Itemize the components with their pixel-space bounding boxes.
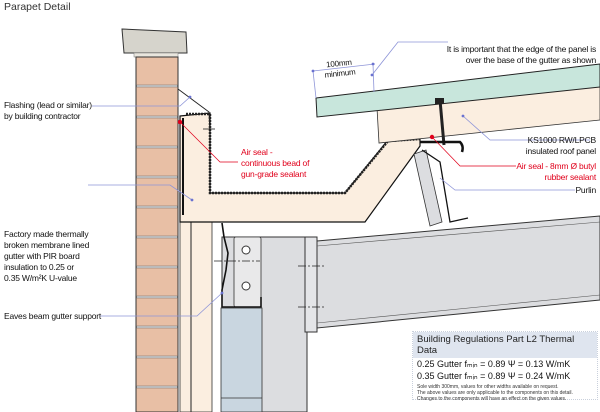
label-line: Flashing (lead or similar) — [4, 100, 92, 110]
infill-block — [220, 307, 263, 412]
label-line: insulated roof panel — [525, 146, 596, 156]
coping-bed — [133, 52, 179, 58]
label-gutter: Factory made thermally broken membrane l… — [4, 229, 89, 284]
label-line: broken membrane lined — [4, 240, 90, 250]
label-purlin: Purlin — [575, 185, 596, 195]
label-line: Air seal - 8mm Ø butyl — [516, 161, 596, 171]
label-line: insulation to 0.25 or — [4, 262, 74, 272]
label-line: Factory made thermally — [4, 229, 89, 239]
label-line: KS1000 RW/LPCB — [527, 135, 597, 145]
label-line: by building contractor — [4, 111, 81, 121]
label-air-seal-left: Air seal - continuous bead of gun-grade … — [241, 147, 309, 180]
label-eaves: Eaves beam gutter support — [4, 311, 102, 321]
label-line: Air seal - — [241, 147, 273, 157]
label-panel-edge: It is important that the edge of the pan… — [447, 44, 596, 66]
thermal-notes: Sole width 300mm, values for other width… — [413, 382, 597, 403]
thermal-heading: Building Regulations Part L2 Thermal Dat… — [413, 332, 597, 358]
label-line: over the base of the gutter as shown — [465, 55, 597, 65]
leader-flashing — [92, 96, 191, 107]
label-line: It is important that the edge of the pan… — [446, 44, 596, 54]
thermal-data-box: Building Regulations Part L2 Thermal Dat… — [412, 331, 598, 403]
thermal-row: 0.25 Gutter fₘᵢₙ = 0.89 Ψ = 0.13 W/mK — [417, 359, 571, 369]
leader-panel-edge — [371, 41, 448, 76]
roof-panel-skin — [315, 63, 600, 118]
note-line: Changes to the components will have an e… — [417, 396, 567, 403]
note-line: The above values are only applicable to … — [417, 390, 573, 397]
page-title: Parapet Detail — [4, 1, 71, 13]
coping-stone — [121, 28, 188, 54]
label-line: gun-grade sealant — [241, 169, 307, 179]
label-line: 0.35 W/m²K U-value — [4, 273, 77, 283]
note-line: Sole width 300mm, values for other width… — [417, 384, 559, 390]
flashing — [177, 88, 211, 136]
leader-eaves — [100, 292, 223, 317]
label-line: continuous bead of — [241, 158, 310, 168]
purlin — [413, 149, 443, 227]
thermal-row: 0.35 Gutter fₘᵢₙ = 0.89 Ψ = 0.24 W/mK — [417, 371, 571, 381]
label-line: gutter with PIR board — [4, 251, 80, 261]
brick-wall — [135, 56, 179, 412]
label-roof-panel: KS1000 RW/LPCB insulated roof panel — [526, 135, 596, 157]
label-air-seal-right: Air seal - 8mm Ø butyl rubber sealant — [516, 161, 596, 183]
leader-gutter — [88, 184, 193, 201]
label-flashing: Flashing (lead or similar) by building c… — [4, 100, 92, 122]
leader-roof-panel — [462, 115, 590, 141]
eaves-beam — [316, 215, 600, 329]
leader-purlin — [439, 177, 575, 191]
dimension-100mm: 100mm minimum — [323, 57, 356, 80]
label-line: rubber sealant — [544, 172, 596, 182]
